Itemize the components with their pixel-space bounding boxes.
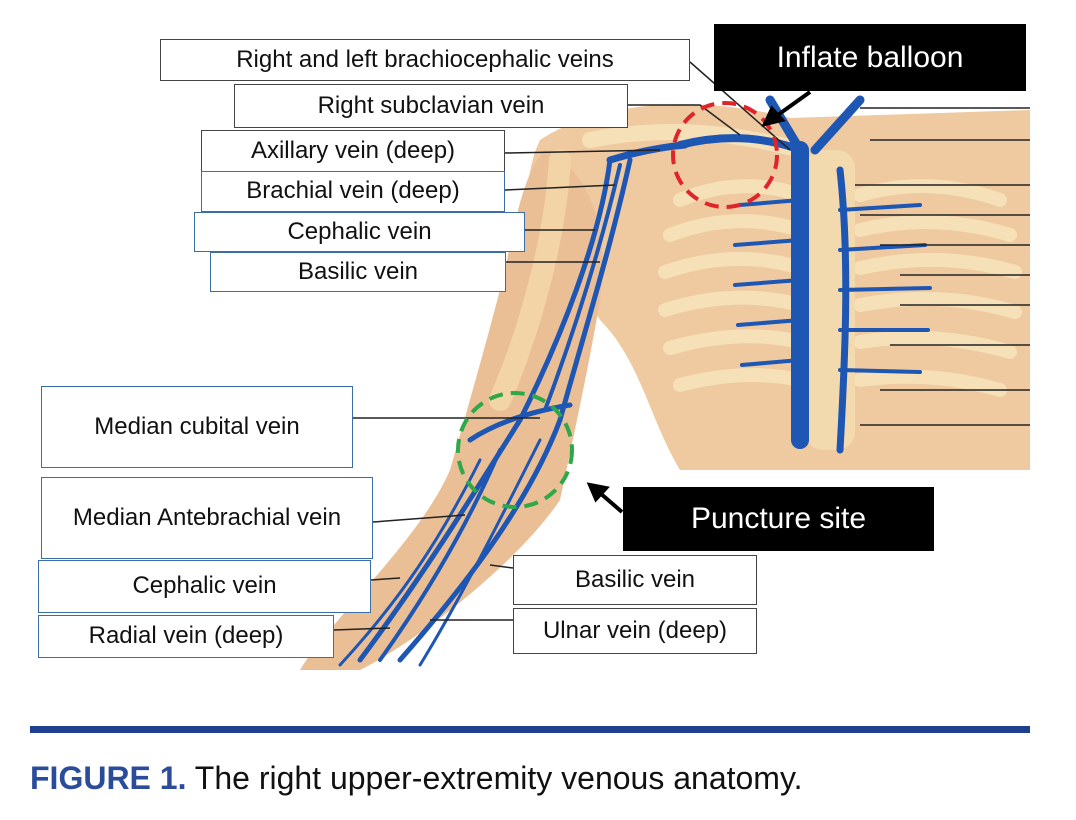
median-cubital-vein: [467, 402, 573, 443]
label-radial-vein: Radial vein (deep): [38, 615, 334, 658]
intercostal-veins: [733, 198, 932, 374]
rib: [673, 368, 807, 392]
humerus: [489, 149, 571, 411]
leader-line: [689, 61, 791, 151]
leader-line: [372, 514, 466, 523]
rib: [663, 214, 807, 242]
radial-vein: [338, 458, 482, 667]
leader-line: [489, 564, 514, 569]
cephalic-vein-upper: [517, 157, 613, 423]
label-axillary-vein: Axillary vein (deep): [201, 130, 505, 172]
rib: [853, 330, 1017, 359]
label-cephalic-vein-upper: Cephalic vein: [194, 212, 525, 252]
label-right-subclavian-vein: Right subclavian vein: [234, 84, 628, 128]
ribcage: [658, 179, 1022, 397]
rib: [663, 329, 807, 355]
inflate-arrow: [761, 90, 812, 127]
leader-line: [504, 184, 616, 191]
rib: [658, 290, 807, 317]
median-antebrachial-vein: [378, 448, 502, 662]
puncture-arrow: [586, 482, 624, 514]
anatomy-figure: Right and left brachiocephalic veins Rig…: [38, 24, 1030, 670]
figure-caption: FIGURE 1. The right upper-extremity veno…: [30, 760, 802, 797]
label-median-antebrachial-vein: Median Antebrachial vein: [41, 477, 373, 559]
leader-line: [504, 149, 661, 154]
venous-anatomy-illustration: [300, 61, 1030, 670]
rib: [853, 215, 1017, 242]
leader-lines: [333, 61, 1030, 631]
rib: [853, 369, 1007, 397]
label-median-cubital-vein: Median cubital vein: [41, 386, 353, 468]
label-brachiocephalic-veins: Right and left brachiocephalic veins: [160, 39, 690, 81]
basilic-vein-upper: [557, 157, 633, 423]
callout-inflate-balloon: Inflate balloon: [714, 24, 1026, 91]
caption-text: The right upper-extremity venous anatomy…: [186, 760, 803, 796]
label-basilic-vein-lower: Basilic vein: [513, 555, 757, 605]
label-basilic-vein-upper: Basilic vein: [210, 252, 506, 292]
arm-shape: [300, 150, 603, 670]
figure-label: FIGURE 1.: [30, 760, 187, 796]
rib: [853, 252, 1022, 279]
leader-line: [370, 577, 401, 581]
label-ulnar-vein: Ulnar vein (deep): [513, 608, 757, 654]
puncture-site-circle: [456, 391, 574, 509]
rib: [658, 251, 807, 279]
brachiocephalic-vein-left: [810, 95, 865, 155]
label-brachial-vein: Brachial vein (deep): [201, 171, 505, 212]
leader-line: [628, 104, 741, 136]
inflate-site-circle: [671, 101, 779, 209]
basilic-vein-lower: [397, 417, 563, 663]
rib: [853, 291, 1022, 319]
callout-puncture-site: Puncture site: [623, 487, 934, 551]
brachial-vein: [543, 163, 622, 412]
label-cephalic-vein-lower: Cephalic vein: [38, 560, 371, 613]
rib: [853, 179, 1007, 207]
brachiocephalic-vein-right: [765, 95, 805, 155]
azygos-vein: [836, 166, 850, 454]
leader-line: [333, 627, 391, 631]
ulnar-vein: [418, 438, 542, 667]
caption-rule: [30, 726, 1030, 733]
